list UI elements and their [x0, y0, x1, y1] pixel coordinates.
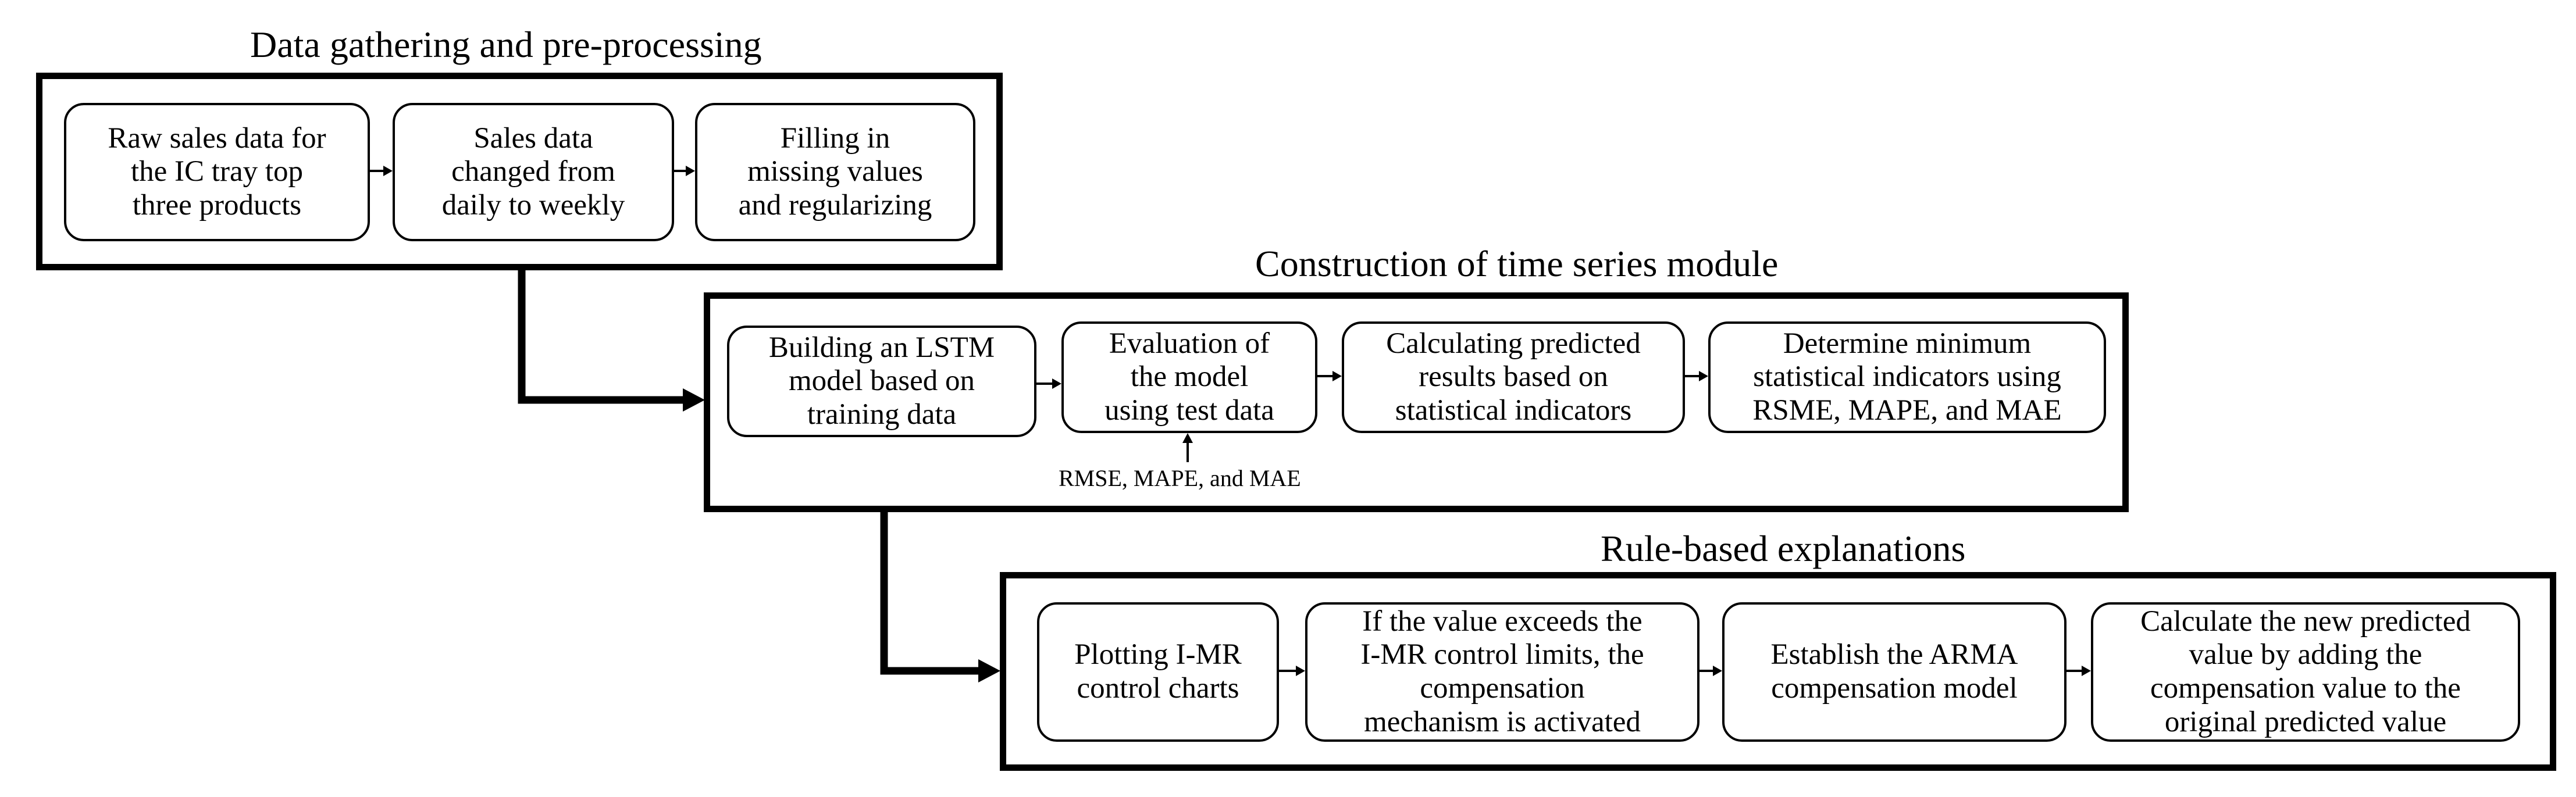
arrow-s2-1-2	[1036, 378, 1061, 389]
stage-2-title: Construction of time series module	[1255, 243, 1779, 284]
step-calculate-new-prediction: Calculate the new predicted value by add…	[2091, 602, 2520, 742]
arrow-s1-1-2	[370, 166, 393, 176]
arrow-s2-3-4	[1685, 371, 1708, 381]
arrow-s3-3-4	[2066, 666, 2091, 676]
step-build-lstm: Building an LSTM model based on training…	[727, 326, 1036, 437]
step-evaluate-model: Evaluation of the model using test data	[1061, 321, 1317, 433]
stage-1-title: Data gathering and pre-processing	[250, 24, 762, 65]
thick-arrow-stage1-to-stage2	[518, 270, 705, 412]
arrow-s3-1-2	[1279, 666, 1305, 676]
step-daily-to-weekly: Sales data changed from daily to weekly	[393, 103, 674, 241]
step-determine-minimum-indicators: Determine minimum statistical indicators…	[1708, 321, 2106, 433]
arrow-s1-2-3	[674, 166, 695, 176]
arrow-s2-2-3	[1317, 371, 1342, 381]
step-fill-missing-values: Filling in missing values and regularizi…	[695, 103, 975, 241]
arrow-s3-2-3	[1699, 666, 1722, 676]
step-establish-arma: Establish the ARMA compensation model	[1722, 602, 2066, 742]
step-compensation-activated: If the value exceeds the I-MR control li…	[1305, 602, 1699, 742]
evaluation-metrics-note: RMSE, MAPE, and MAE	[1059, 465, 1301, 491]
step-raw-sales-data: Raw sales data for the IC tray top three…	[64, 103, 370, 241]
step-plot-imr-charts: Plotting I-MR control charts	[1037, 602, 1279, 742]
step-calculate-predicted-results: Calculating predicted results based on s…	[1342, 321, 1685, 433]
thick-arrow-stage2-to-stage3	[880, 512, 1000, 682]
stage-3-title: Rule-based explanations	[1601, 528, 1966, 569]
arrow-metrics-to-evaluation	[1182, 433, 1193, 462]
